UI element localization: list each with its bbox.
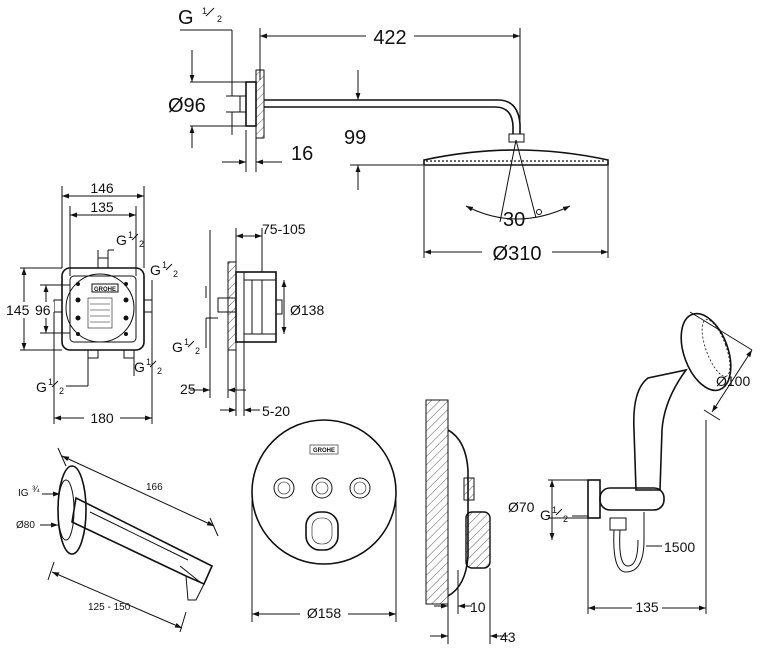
box-height-inner-label: 96 — [35, 302, 51, 318]
box-brand-label: GROHE — [94, 287, 116, 293]
shower-hose — [613, 512, 645, 573]
wall-depth-label: 75-105 — [262, 221, 306, 237]
box-height-outer-label: 145 — [6, 302, 30, 318]
trim-side-view: 10 43 — [425, 399, 516, 645]
arm-length-label: 422 — [373, 27, 406, 49]
svg-text:2: 2 — [563, 514, 568, 524]
svg-text:1: 1 — [146, 357, 151, 367]
trim-depth-label: 43 — [500, 629, 516, 645]
svg-text:1: 1 — [552, 505, 557, 515]
box-side-view: 75-105 Ø138 G 1 2 25 5-20 — [172, 221, 324, 419]
box-bottom-right-thread-label: G — [134, 359, 145, 375]
trim-side-button — [463, 477, 475, 501]
trim-button-2 — [311, 477, 333, 499]
svg-text:2: 2 — [217, 14, 222, 24]
hose-length-label: 1500 — [664, 539, 695, 555]
box-front-view: GROHE 146 135 G 1 2 — [6, 180, 178, 426]
trim-plate — [251, 419, 397, 565]
shower-arm — [264, 99, 521, 134]
height-drop-label: 99 — [344, 127, 366, 149]
spout-rosette-diameter-label: Ø80 — [16, 520, 35, 531]
spout-view: IG ¾ Ø80 166 125 - 150 — [16, 447, 219, 633]
hand-head-diameter-label: Ø100 — [716, 373, 750, 389]
side-thread-label: G — [172, 339, 183, 355]
svg-text:1: 1 — [48, 377, 53, 387]
side-wall — [227, 261, 237, 351]
svg-text:1: 1 — [128, 230, 133, 240]
hand-thread-label: G — [540, 507, 551, 523]
svg-text:2: 2 — [173, 269, 178, 279]
svg-text:2: 2 — [195, 346, 200, 356]
tilt-angle-label: 30 — [503, 209, 525, 231]
shower-flange — [245, 81, 257, 127]
spout-body — [71, 496, 214, 586]
spout-rosette — [57, 465, 87, 555]
svg-text:1: 1 — [184, 337, 189, 347]
flange-offset-label: 16 — [291, 143, 313, 165]
box-side-body — [235, 271, 277, 343]
elbow-diameter-label: Ø70 — [508, 499, 535, 515]
trim-front-view: GROHE Ø158 — [251, 419, 397, 622]
trim-button-1 — [273, 477, 295, 499]
head-diameter-label: Ø310 — [493, 243, 542, 265]
depth-25-label: 25 — [180, 381, 196, 397]
svg-text:2: 2 — [157, 366, 162, 376]
trim-brand-label: GROHE — [313, 448, 335, 454]
svg-text:¾: ¾ — [32, 484, 40, 494]
hand-width-label: 135 — [635, 599, 659, 615]
wall-elbow-outlet — [609, 517, 627, 531]
box-width-outer-label: 146 — [90, 180, 114, 196]
spout-length-label: 166 — [146, 482, 163, 493]
wall-elbow-flange — [587, 479, 601, 519]
box-width-inner-label: 135 — [90, 199, 114, 215]
wall-section — [255, 69, 265, 139]
spout-thread-label: IG — [18, 488, 29, 499]
box-top-thread-label: G — [116, 232, 127, 248]
trim-diameter-label: Ø158 — [307, 605, 341, 621]
spout-projection-label: 125 - 150 — [88, 602, 131, 613]
hand-shower-view: Ø100 Ø70 G 1 2 1500 135 — [508, 311, 753, 615]
trim-knob — [305, 511, 339, 551]
shower-head — [423, 149, 609, 166]
hand-shower-handle — [632, 368, 688, 491]
overhead-shower-view: 422 G 1 2 Ø96 16 99 30 — [168, 6, 609, 265]
svg-text:1: 1 — [162, 260, 167, 270]
trim-side-knob — [465, 511, 491, 569]
svg-text:1: 1 — [202, 6, 207, 16]
overhead-thread-label: G — [178, 7, 194, 29]
shower-arm-inner — [264, 106, 514, 134]
svg-text:2: 2 — [59, 386, 64, 396]
cover-range-label: 5-20 — [262, 403, 290, 419]
trim-offset-label: 10 — [470, 599, 486, 615]
shower-connector — [239, 95, 247, 113]
trim-wall — [425, 399, 449, 605]
box-right-thread-label: G — [150, 262, 161, 278]
hand-shower-holder — [599, 487, 665, 511]
box-bottom-left-thread-label: G — [36, 379, 47, 395]
box-total-width-label: 180 — [90, 410, 114, 426]
side-diameter-label: Ø138 — [290, 302, 324, 318]
flange-diameter-label: Ø96 — [168, 95, 206, 117]
svg-text:2: 2 — [139, 239, 144, 249]
box-body — [61, 267, 145, 351]
trim-button-3 — [349, 477, 371, 499]
